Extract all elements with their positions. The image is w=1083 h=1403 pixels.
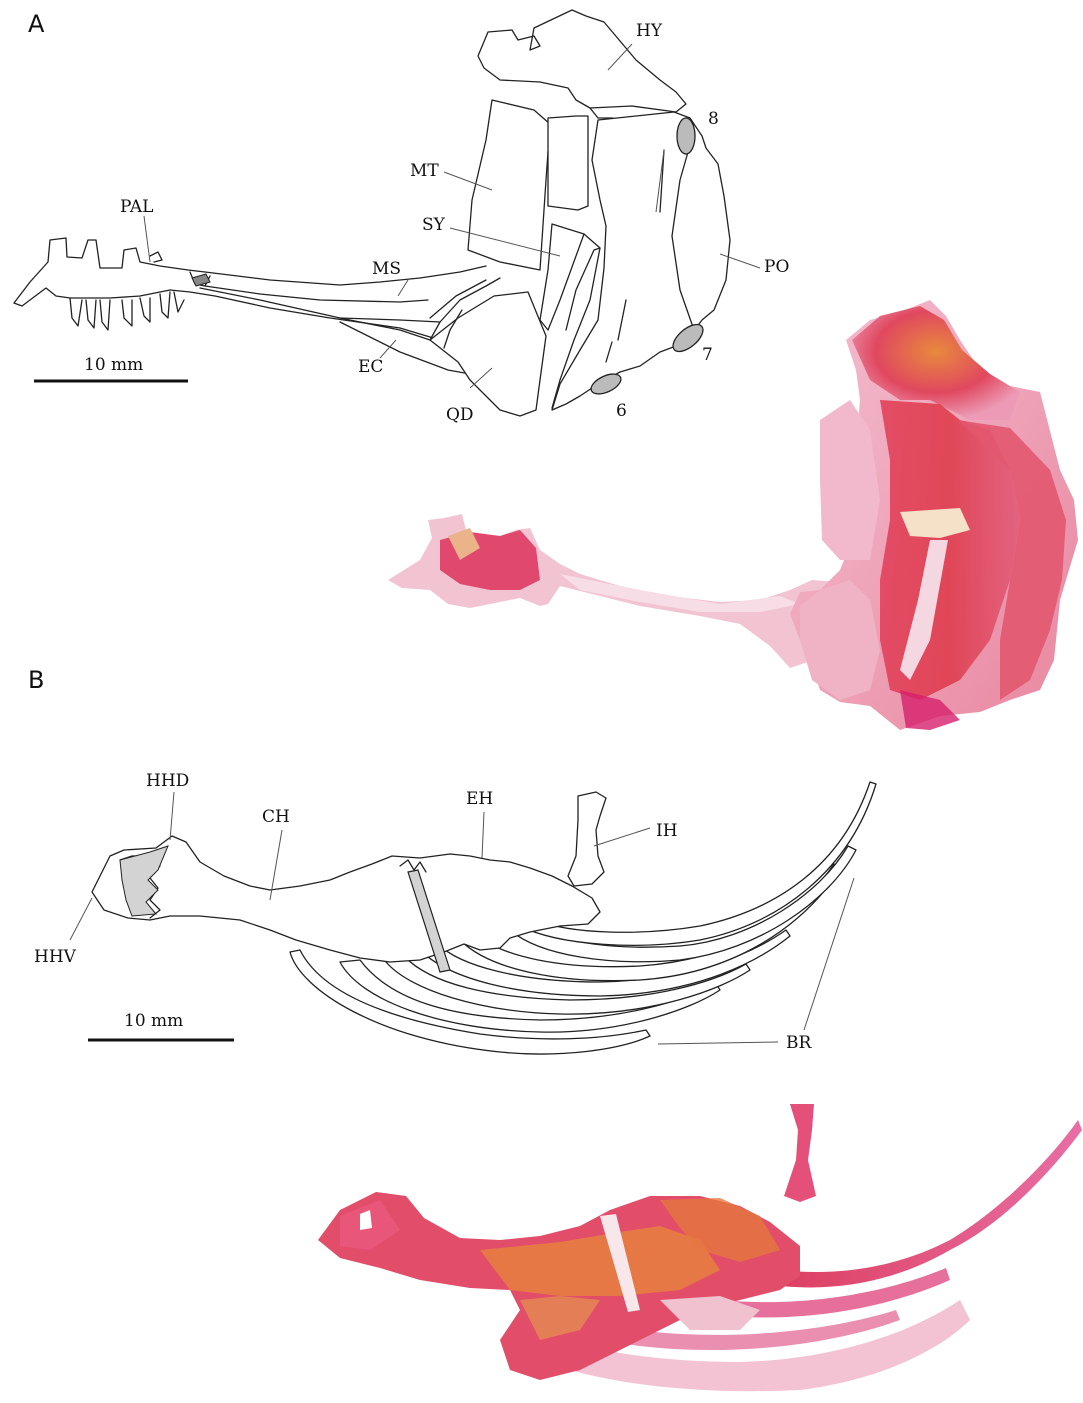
label-eh: EH	[466, 789, 493, 809]
label-hhv: HHV	[34, 947, 77, 967]
drawing-suspensorium	[430, 10, 730, 416]
drawing-palatine-bar	[14, 238, 500, 374]
scale-bar-b: 10 mm	[88, 1011, 234, 1040]
stained-specimen-b	[318, 1104, 1082, 1391]
label-7: 7	[702, 345, 713, 365]
label-6: 6	[616, 401, 627, 421]
label-mt: MT	[410, 161, 439, 181]
scale-label-b: 10 mm	[124, 1011, 183, 1031]
drawing-hyoid-bar	[92, 792, 606, 972]
scale-bar-a: 10 mm	[34, 355, 188, 381]
panel-a: A	[14, 10, 1078, 730]
label-ms: MS	[372, 259, 401, 279]
scale-label-a: 10 mm	[84, 355, 143, 375]
label-sy: SY	[422, 215, 446, 235]
panel-b: B	[28, 666, 1082, 1391]
label-ec: EC	[358, 357, 383, 377]
label-po: PO	[764, 257, 789, 277]
label-8: 8	[708, 109, 719, 129]
label-hy: HY	[636, 21, 663, 41]
panel-letter-b: B	[28, 666, 44, 694]
label-br: BR	[786, 1033, 812, 1053]
label-ch: CH	[262, 807, 290, 827]
label-qd: QD	[446, 405, 474, 425]
label-hhd: HHD	[146, 771, 189, 791]
label-pal: PAL	[120, 197, 153, 217]
label-ih: IH	[656, 821, 678, 841]
panel-letter-a: A	[28, 10, 45, 38]
